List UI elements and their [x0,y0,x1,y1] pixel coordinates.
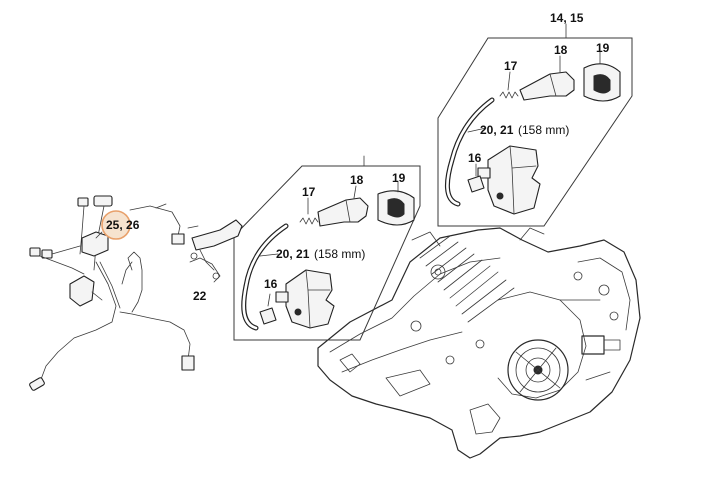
callout-20-21-top-length: (158 mm) [518,123,569,137]
callout-16-mid: 16 [264,277,278,291]
wiring-harness [29,195,195,391]
cylinder-fins [419,235,515,323]
contact-spring-2 [299,197,319,225]
callout-18-mid: 18 [350,173,364,187]
callout-19-top: 19 [596,41,610,55]
callout-17-mid: 17 [302,185,316,199]
ignition-module [477,145,541,215]
ignition-kit-top [437,23,633,227]
callout-16-top: 16 [468,151,482,165]
spark-plug-terminal-2 [259,293,277,325]
callouts: 14, 15 18 19 17 20, 21 (158 mm) 16 18 19… [95,11,610,303]
callout-19-mid: 19 [392,171,406,185]
callout-14-15: 14, 15 [550,11,584,25]
contact-spring [499,71,519,99]
plug-cap [583,51,621,102]
callout-22: 22 [193,289,207,303]
plug-cap-2 [377,181,415,226]
callout-18-top: 18 [554,43,568,57]
callout-17-top: 17 [504,59,518,73]
ignition-module-2 [275,269,335,329]
spark-plug-boot [519,55,575,101]
engine-block [317,227,641,459]
highlight-circle[interactable] [101,210,131,240]
mounting-bracket [187,219,243,283]
callout-20-21-mid: 20, 21 [276,247,310,261]
spark-plug-terminal [467,163,485,193]
callout-20-21-mid-length: (158 mm) [314,247,365,261]
ignition-kit-middle [233,155,421,341]
callout-20-21-top: 20, 21 [480,123,514,137]
spark-plug-boot-2 [317,185,369,227]
flywheel [507,339,569,401]
callout-25-26[interactable]: 25, 26 [106,218,140,232]
